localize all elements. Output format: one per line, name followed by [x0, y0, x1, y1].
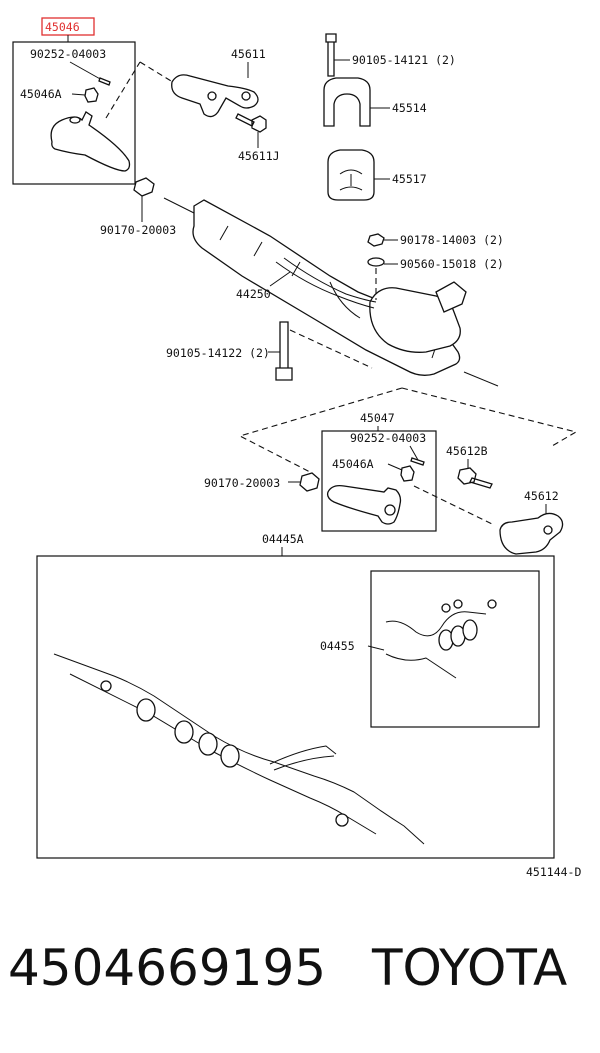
label-90105-14121[interactable]: 90105-14121 (2) [352, 53, 456, 67]
seal-big-1 [136, 698, 156, 722]
label-45517[interactable]: 45517 [392, 172, 427, 186]
rack-left-thread [163, 197, 197, 215]
castle-nut-mid [400, 465, 415, 482]
gasket-kit-box-04445A [36, 555, 555, 859]
knuckle-hole-1 [207, 91, 217, 101]
knuckle-arm-45612 [499, 512, 564, 555]
tie-rod-end-group-box-mid [321, 430, 437, 532]
part-number: 4504669195 [8, 939, 327, 997]
castle-nut-top [84, 87, 99, 103]
dash-mid-to-bolt [413, 485, 493, 525]
figure-code: 451144-D [526, 865, 581, 879]
label-90252-04003-top[interactable]: 90252-04003 [30, 47, 106, 61]
rack-hole-left [100, 680, 112, 692]
dash-bolt-to-housing [289, 329, 373, 369]
tie-rod-end-group-box [12, 41, 136, 185]
label-04445A[interactable]: 04445A [262, 532, 304, 546]
label-45612B[interactable]: 45612B [446, 444, 488, 458]
rack-right-thread [463, 371, 499, 387]
label-90170-20003-mid[interactable]: 90170-20003 [204, 476, 280, 490]
bolt-90105-14122 [275, 321, 293, 381]
tie-rod-stud-top [69, 116, 81, 124]
label-45612[interactable]: 45612 [524, 489, 559, 503]
label-45046A-mid[interactable]: 45046A [332, 457, 374, 471]
nut-90170-mid [299, 472, 320, 492]
bolt-45611J [235, 113, 267, 133]
tie-rod-eye-mid [384, 504, 396, 516]
brand-name: TOYOTA [372, 939, 568, 997]
seal-ring-3 [462, 619, 478, 641]
rack-pipes-big [269, 745, 337, 771]
leader-04455 [367, 645, 385, 651]
label-45611[interactable]: 45611 [231, 47, 266, 61]
tie-rod-end-mid [326, 484, 402, 525]
seal-small-1 [441, 603, 451, 613]
leader-45046A-top [71, 93, 86, 96]
knuckle-hole-2 [241, 91, 251, 101]
rack-housing-bands [219, 225, 439, 359]
label-04455[interactable]: 04455 [320, 639, 355, 653]
seal-kit-outline [385, 611, 487, 679]
bolt-45612B [457, 467, 493, 489]
pinion-top [435, 281, 467, 313]
dash-link-top-right [139, 61, 177, 85]
leader-90252-top [69, 61, 103, 81]
bolt-90105-14121 [325, 33, 337, 77]
cotter-pin-top [98, 77, 111, 86]
hydraulic-lines [275, 257, 377, 319]
nut-90178-14003 [367, 233, 385, 247]
label-45047[interactable]: 45047 [360, 411, 395, 425]
nut-90170-top [133, 177, 155, 197]
label-45514[interactable]: 45514 [392, 101, 427, 115]
washer-90560-15018 [367, 257, 385, 267]
label-45046[interactable]: 45046 [45, 20, 80, 34]
label-90178-14003[interactable]: 90178-14003 (2) [400, 233, 504, 247]
dash-frame-right [401, 387, 578, 447]
knuckle-hole-45612 [543, 525, 553, 535]
seal-kit-box-04455 [370, 570, 540, 728]
label-45046A-top[interactable]: 45046A [20, 87, 62, 101]
valve-body [369, 287, 461, 353]
seal-small-3 [487, 599, 497, 609]
leader-44250 [269, 271, 291, 287]
bracket-45514 [323, 77, 371, 127]
label-90105-14122[interactable]: 90105-14122 (2) [166, 346, 270, 360]
leader-45046A-mid [387, 463, 403, 471]
dash-link-top-left [105, 61, 141, 119]
seal-big-3 [198, 732, 218, 756]
label-44250[interactable]: 44250 [236, 287, 271, 301]
label-90560-15018[interactable]: 90560-15018 (2) [400, 257, 504, 271]
label-90170-20003-top[interactable]: 90170-20003 [100, 223, 176, 237]
tie-rod-end-top [50, 111, 131, 172]
seal-small-2 [453, 599, 463, 609]
seal-big-2 [174, 720, 194, 744]
leader-90252-mid [409, 445, 419, 461]
seal-big-4 [220, 744, 240, 768]
rack-hole-right [335, 813, 349, 827]
grommet-inner [339, 169, 363, 191]
dash-frame-left [238, 387, 403, 473]
label-45611J[interactable]: 45611J [238, 149, 280, 163]
label-90252-04003-mid[interactable]: 90252-04003 [350, 431, 426, 445]
steering-gear-exploded-diagram: 45046 90252-04003 45046A 45611 45611J 90… [12, 17, 581, 879]
cotter-pin-mid [410, 457, 425, 466]
